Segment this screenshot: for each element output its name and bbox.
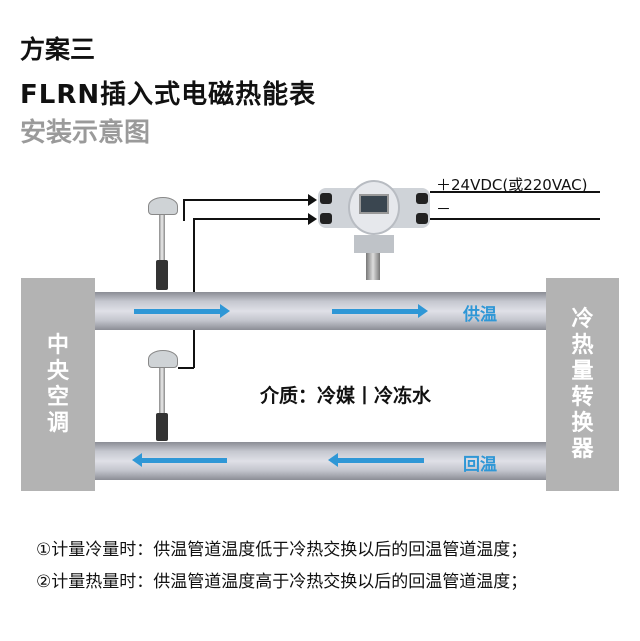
heat-exchanger-label: 冷热量转换器 <box>571 306 594 462</box>
heat-exchanger-box: 冷热量转换器 <box>546 278 619 491</box>
central-ac-box: 中央空调 <box>21 278 95 491</box>
sensor2-wire-end <box>178 367 194 369</box>
power-wire-plus <box>430 191 600 193</box>
arrow-icon <box>308 213 317 225</box>
arrow-icon <box>308 194 317 206</box>
note-cooling: ①计量冷量时：供温管道温度低于冷热交换以后的回温管道温度； <box>36 540 528 560</box>
flow-arrow-left-icon <box>132 453 227 467</box>
flow-arrow-left-icon <box>328 453 424 467</box>
scheme-title: 方案三 <box>20 35 96 64</box>
power-wire-minus <box>430 218 600 220</box>
note-heating: ②计量热量时：供温管道温度高于冷热交换以后的回温管道温度； <box>36 572 528 592</box>
temperature-sensor-return <box>143 350 183 442</box>
temperature-sensor-supply <box>143 197 183 297</box>
sensor1-wire-h <box>183 199 308 201</box>
supply-label: 供温 <box>463 305 497 325</box>
power-plus-label: ＋24VDC(或220VAC) <box>436 176 588 194</box>
flow-arrow-right-icon <box>332 304 428 318</box>
heat-meter-device <box>318 180 430 280</box>
diagram-subtitle: 安装示意图 <box>20 118 151 148</box>
power-minus-label: － <box>436 200 452 218</box>
product-title: FLRN插入式电磁热能表 <box>20 80 317 110</box>
flow-arrow-right-icon <box>134 304 230 318</box>
central-ac-label: 中央空调 <box>46 332 69 436</box>
sensor2-wire-h <box>193 218 308 220</box>
return-label: 回温 <box>463 455 497 475</box>
medium-label: 介质：冷媒丨冷冻水 <box>260 385 432 407</box>
sensor1-wire <box>183 199 185 221</box>
